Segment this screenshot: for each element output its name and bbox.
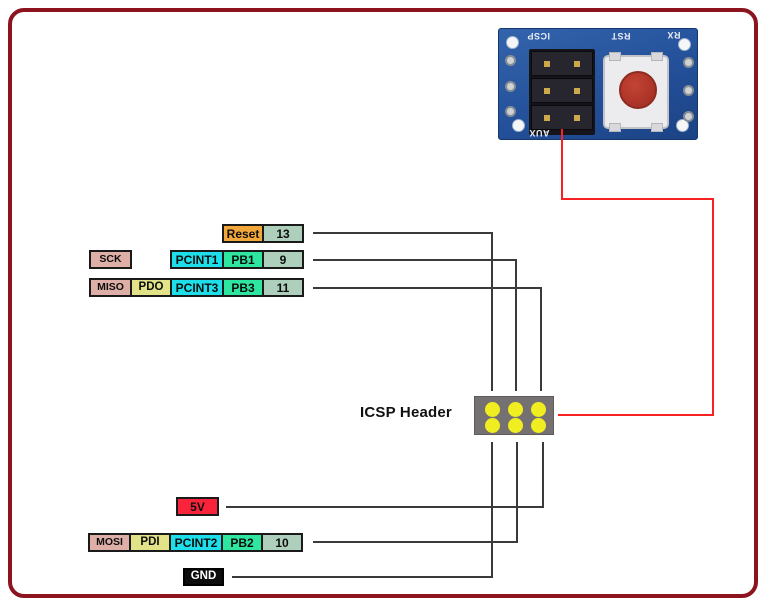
- header-pin: [485, 402, 500, 417]
- reset-button-board-photo: ICSP RST RX AUX: [498, 28, 698, 140]
- header-pin: [485, 418, 500, 433]
- pb1-box: PB1: [222, 250, 264, 269]
- socket-row: [531, 105, 593, 130]
- diagram-border: [8, 8, 758, 598]
- pcint3-box: PCINT3: [170, 278, 224, 297]
- solder-pad: [505, 106, 516, 117]
- silkscreen-icsp: ICSP: [527, 31, 551, 41]
- gold-pin: [574, 115, 580, 121]
- pin10-box: 10: [261, 533, 303, 552]
- power-row: 5V: [176, 497, 219, 516]
- icsp-header-connector: [474, 396, 554, 435]
- switch-tab: [609, 52, 621, 61]
- reset-switch: [603, 52, 669, 132]
- solder-pad: [505, 55, 516, 66]
- 5v-box: 5V: [176, 497, 219, 516]
- silkscreen-rx: RX: [667, 30, 681, 40]
- pdi-box: PDI: [129, 533, 171, 552]
- solder-pad: [505, 81, 516, 92]
- header-pin: [508, 418, 523, 433]
- gold-pin: [544, 61, 550, 67]
- socket-row: [531, 51, 593, 76]
- icsp-socket-on-board: [529, 49, 595, 135]
- pin11-box: 11: [262, 278, 304, 297]
- header-pin: [531, 402, 546, 417]
- reset-pin-number-box: 13: [262, 224, 304, 243]
- header-pin: [531, 418, 546, 433]
- pin-row-pb1: PCINT1 PB1 9: [170, 250, 304, 269]
- mosi-signal-box: MOSI: [88, 533, 131, 552]
- reset-button: [619, 71, 657, 109]
- header-pin: [508, 402, 523, 417]
- pin-row-reset: Reset 13: [222, 224, 304, 243]
- switch-tab: [609, 123, 621, 132]
- pb2-box: PB2: [221, 533, 263, 552]
- pin9-box: 9: [262, 250, 304, 269]
- pcint2-box: PCINT2: [169, 533, 223, 552]
- mounting-hole: [678, 38, 691, 51]
- sck-signal-row: SCK: [89, 250, 132, 269]
- reset-signal-box: Reset: [222, 224, 264, 243]
- silkscreen-aux: AUX: [529, 128, 550, 138]
- socket-row: [531, 78, 593, 103]
- pin-row-pb2: MOSI PDI PCINT2 PB2 10: [88, 533, 303, 552]
- solder-pad: [683, 85, 694, 96]
- pdo-box: PDO: [130, 278, 172, 297]
- sck-signal-box: SCK: [89, 250, 132, 269]
- gold-pin: [544, 88, 550, 94]
- switch-tab: [651, 52, 663, 61]
- icsp-header-label: ICSP Header: [360, 404, 452, 421]
- silkscreen-rst: RST: [611, 31, 631, 41]
- pb3-box: PB3: [222, 278, 264, 297]
- mounting-hole: [512, 119, 525, 132]
- pcint1-box: PCINT1: [170, 250, 224, 269]
- mounting-hole: [506, 36, 519, 49]
- gold-pin: [544, 115, 550, 121]
- solder-pad: [683, 111, 694, 122]
- gnd-box: GND: [183, 568, 224, 586]
- gold-pin: [574, 88, 580, 94]
- gold-pin: [574, 61, 580, 67]
- solder-pad: [683, 57, 694, 68]
- miso-signal-box: MISO: [89, 278, 132, 297]
- switch-tab: [651, 123, 663, 132]
- ground-row: GND: [183, 568, 224, 586]
- pin-row-pb3: MISO PDO PCINT3 PB3 11: [89, 278, 304, 297]
